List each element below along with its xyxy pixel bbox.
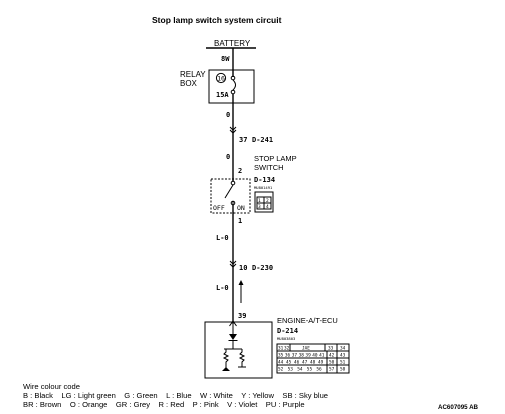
switch-pin-2: 2 <box>266 198 269 204</box>
ecu-pin-33: 33 <box>328 346 334 352</box>
switch-connector-face <box>254 191 274 213</box>
ecu-pin-45: 45 <box>286 360 292 366</box>
switch-pin-3: 3 <box>258 204 261 210</box>
switch-contact-arm <box>224 184 234 199</box>
wire-label-2: 0 <box>226 153 230 161</box>
switch-on-label: ON <box>237 204 245 212</box>
ecu-pin-41: 41 <box>319 353 325 359</box>
ecu-pin-48: 48 <box>310 360 316 366</box>
ecu-pin-39: 39 <box>305 353 311 359</box>
diagram-title: Stop lamp switch system circuit <box>152 15 282 25</box>
fuse-rating: 15A <box>216 91 229 99</box>
ecu-pin-56: 56 <box>316 367 322 373</box>
connector-d230-symbol <box>229 260 237 268</box>
wire-label-1: 0 <box>226 111 230 119</box>
ecu-pin-57: 57 <box>329 367 335 373</box>
ecu-pin-34: 34 <box>340 346 346 352</box>
switch-pin-in: 2 <box>238 167 242 175</box>
ecu-pin-37: 37 <box>292 353 298 359</box>
wire-colour-line-2: BR : Brown O : Orange GR : Grey R : Red … <box>23 400 305 409</box>
ecu-pin-55: 55 <box>307 367 313 373</box>
fuse-terminal-top <box>230 75 236 81</box>
fuse-number-circle <box>215 72 227 84</box>
relay-box-label-2: BOX <box>180 79 198 88</box>
switch-label-1: STOP LAMP <box>254 154 297 163</box>
ecu-pin-49: 49 <box>318 360 324 366</box>
relay-box-label-1: RELAY <box>180 70 206 79</box>
ecu-pin-50: 50 <box>329 360 335 366</box>
switch-terminal-top <box>230 180 236 186</box>
ecu-pin-number: 39 <box>238 312 246 320</box>
figure-code: AC607095 AB <box>438 404 479 411</box>
battery-wire-label: 8W <box>221 55 230 63</box>
switch-part-number: MU801491 <box>254 185 273 190</box>
connector-d230-id: D-230 <box>252 264 273 272</box>
ecu-pin-40: 40 <box>312 353 318 359</box>
ecu-connector-maker: JAE <box>302 346 310 352</box>
wire-colour-line-1: B : Black LG : Light green G : Green L :… <box>23 391 329 400</box>
ecu-pin-chevron <box>229 320 237 327</box>
switch-pin-1: 1 <box>258 198 261 204</box>
switch-body <box>210 178 251 214</box>
ecu-connector-id: D-214 <box>277 327 298 335</box>
ecu-pin-35: 35 <box>278 353 284 359</box>
switch-pin-out: 1 <box>238 217 242 225</box>
ecu-pin-53: 53 <box>288 367 294 373</box>
ecu-pin-47: 47 <box>302 360 308 366</box>
ecu-box <box>204 321 273 379</box>
connector-d241-symbol <box>229 126 237 134</box>
ecu-pin-grid <box>277 344 349 373</box>
switch-off-label: OFF <box>213 204 225 212</box>
ecu-pin-54: 54 <box>297 367 303 373</box>
relay-box <box>208 69 255 104</box>
ecu-pin-58: 58 <box>340 367 346 373</box>
wire-colour-title: Wire colour code <box>23 382 80 391</box>
ecu-part-number: MU803803 <box>277 336 295 341</box>
wire-label-4: L-0 <box>216 284 229 292</box>
switch-pin-4: 4 <box>266 204 269 210</box>
ecu-pin-42: 42 <box>329 353 335 359</box>
fuse-number: 16 <box>217 75 225 83</box>
ecu-ground-symbol <box>222 367 230 371</box>
fuse-element <box>232 79 236 91</box>
wire-label-3: L-0 <box>216 234 229 242</box>
ecu-pin-31: 31 <box>278 346 284 352</box>
fuse-terminal-bottom <box>230 89 236 95</box>
connector-d241-pin: 37 <box>239 136 247 144</box>
ecu-pin-46: 46 <box>294 360 300 366</box>
battery-label: BATTERY <box>214 39 251 48</box>
connector-d241-id: D-241 <box>252 136 273 144</box>
ecu-diode-symbol <box>229 334 237 340</box>
ecu-pin-52: 52 <box>278 367 284 373</box>
signal-arrowhead <box>238 280 244 285</box>
switch-label-2: SWITCH <box>254 163 284 172</box>
ecu-resistor-left <box>222 349 230 371</box>
connector-d230-pin: 10 <box>239 264 247 272</box>
ecu-pin-38: 38 <box>299 353 305 359</box>
ecu-resistor-right <box>238 349 246 367</box>
switch-connector-id: D-134 <box>254 176 275 184</box>
ecu-pin-36: 36 <box>285 353 291 359</box>
ecu-pin-44: 44 <box>278 360 284 366</box>
ecu-pin-43: 43 <box>340 353 346 359</box>
ecu-pin-51: 51 <box>340 360 346 366</box>
ecu-pin-32: 32 <box>284 346 290 352</box>
ecu-label: ENGINE-A/T-ECU <box>277 316 338 325</box>
